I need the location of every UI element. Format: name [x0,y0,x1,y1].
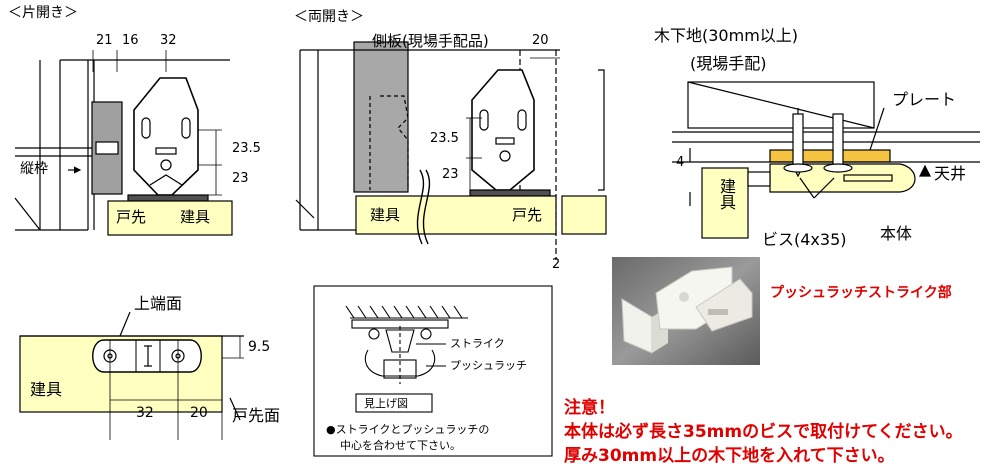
single-door-dim-16: 16 [122,33,139,48]
inset-drawing [313,285,553,457]
strike-label: ストライク [450,337,505,350]
single-door-dim-32: 32 [160,33,177,48]
double-door-tip-label: 戸先 [512,206,543,224]
plate-label: プレート [892,90,957,109]
double-door-gap: 2 [552,257,561,272]
top-view-dim-9-5: 9.5 [248,339,271,355]
product-photo [612,257,760,365]
inset-note-line1: ●ストライクとプッシュラッチの [326,423,490,436]
screws-label: ビス(4x35) [762,230,847,249]
double-door-title: ＜両開き＞ [294,9,364,25]
photo-caption: プッシュラッチストライク部 [770,285,952,301]
section-door-label: 建具 [717,178,736,210]
single-door-tip-label: 戸先 [116,208,147,226]
top-face-label: 上端面 [134,294,183,313]
single-door-title: ＜片開き＞ [8,5,78,21]
single-door-dim-21: 21 [96,33,113,48]
single-door-door-label: 建具 [180,208,211,226]
inset-note-line2: 中心を合わせて下さい。 [340,439,461,452]
double-door-dim-20: 20 [532,33,549,48]
body-label: 本体 [880,224,913,243]
top-view-dim-20: 20 [190,405,208,421]
double-door-dim-23: 23 [442,167,459,182]
single-door-dim-23: 23 [232,171,249,186]
frame-label: 縦枠 [20,161,48,177]
section-drawing [672,81,980,239]
top-view-door-label: 建具 [30,380,63,399]
double-door-dim-23-5: 23.5 [430,131,459,146]
double-door-door-label: 建具 [370,206,401,224]
push-latch-label: プッシュラッチ [450,359,527,372]
wood-base-note: (現場手配) [690,54,767,73]
ceiling-label: 天井 [934,164,967,183]
side-panel-label: 側板(現場手配品) [372,32,489,50]
single-door-dim-23-5: 23.5 [232,141,261,156]
wood-base-label: 木下地(30mm以上) [654,26,799,45]
notice-line1: 本体は必ず長さ35mmのビスで取付けてください。 [564,422,963,442]
bottom-view-label: 見上げ図 [364,397,408,410]
notice-line2: 厚み30mm以上の木下地を入れて下さい。 [564,446,895,466]
top-view-drawing [19,311,244,440]
section-dim-4: 4 [676,155,685,170]
single-door-drawing [14,50,233,236]
notice-title: 注意！ [564,398,615,418]
top-view-dim-32: 32 [136,405,154,421]
door-tip-face-label: 戸先面 [232,406,281,425]
double-door-drawing [295,41,607,260]
